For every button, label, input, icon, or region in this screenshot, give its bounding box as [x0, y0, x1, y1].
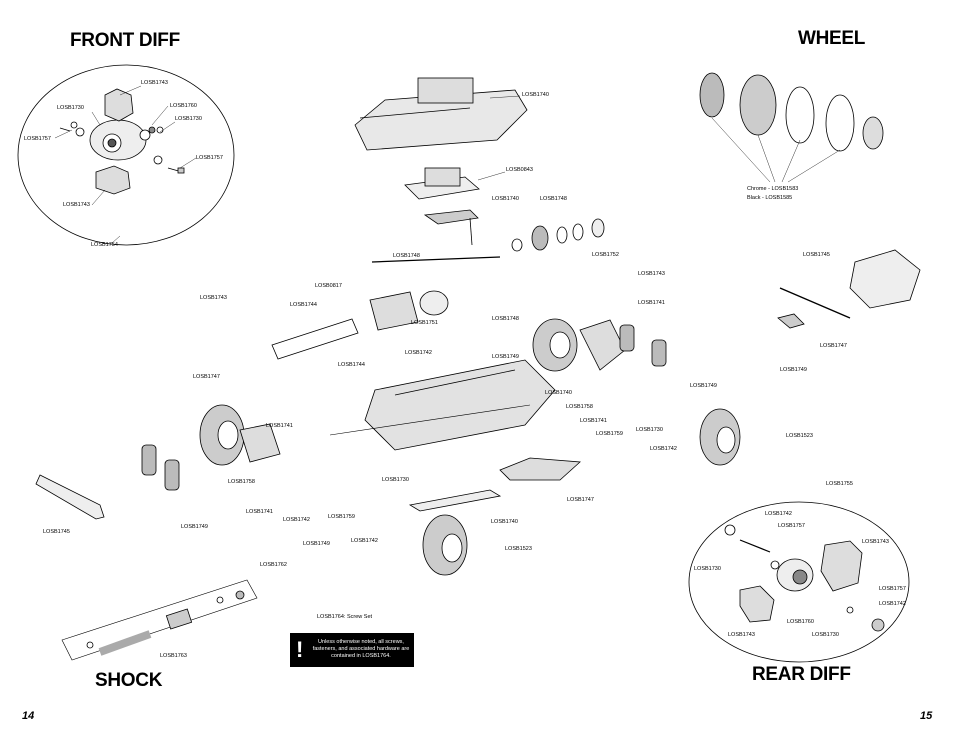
- page-number-right: 15: [920, 710, 933, 722]
- part-label: LOSB1744: [290, 302, 317, 308]
- motor: [271, 290, 449, 360]
- lower-wheel: [422, 514, 468, 576]
- part-label: LOSB1741: [246, 509, 273, 515]
- part-label: LOSB1751: [411, 320, 438, 326]
- part-label: LOSB1749: [690, 383, 717, 389]
- front-diff-parts: [59, 88, 185, 195]
- wheel-exploded: [699, 72, 884, 152]
- part-label: LOSB1745: [803, 252, 830, 258]
- screw-set-label: LOSB1764: Screw Set: [317, 614, 373, 620]
- part-label: LOSB1742: [405, 350, 432, 356]
- wheel-chrome-note: Chrome - LOSB1583: [747, 186, 799, 192]
- lower-plate: [408, 489, 502, 512]
- part-label: LOSB1742: [650, 446, 677, 452]
- part-label: LOSB1740: [545, 390, 572, 396]
- rear-wheel-upper: [532, 318, 626, 372]
- front-diff-callout-oval: [17, 64, 235, 246]
- part-label: LOSB1747: [193, 374, 220, 380]
- part-label: LOSB1740: [492, 196, 519, 202]
- part-label: LOSB1743: [141, 80, 168, 86]
- part-label: LOSB1730: [57, 105, 84, 111]
- part-label: LOSB1748: [540, 196, 567, 202]
- part-label: LOSB1759: [596, 431, 623, 437]
- part-label: LOSB1743: [638, 271, 665, 277]
- right-wheel: [699, 408, 741, 466]
- part-label: LOSB1763: [160, 653, 187, 659]
- part-label: LOSB1744: [338, 362, 365, 368]
- part-label: LOSB1745: [43, 529, 70, 535]
- part-label: LOSB1730: [812, 632, 839, 638]
- part-label: LOSB1749: [492, 354, 519, 360]
- part-label: LOSB1741: [266, 423, 293, 429]
- part-label: LOSB1742: [765, 511, 792, 517]
- main-chassis: [329, 359, 556, 451]
- part-label: LOSB1730: [694, 566, 721, 572]
- part-label: LOSB0843: [506, 167, 533, 173]
- part-label: LOSB1747: [820, 343, 847, 349]
- part-label: LOSB1742: [351, 538, 378, 544]
- part-label: LOSB1749: [181, 524, 208, 530]
- part-label: LOSB1748: [393, 253, 420, 259]
- rear-shock: [619, 324, 667, 367]
- part-label: LOSB1759: [328, 514, 355, 520]
- front-wheel: [199, 404, 281, 466]
- part-label: LOSB1743: [728, 632, 755, 638]
- rear-bumper: [849, 249, 921, 309]
- page-number-left: 14: [22, 710, 35, 722]
- front-diff-title: FRONT DIFF: [70, 30, 180, 51]
- shock-title: SHOCK: [95, 670, 163, 691]
- shock-exploded: [61, 579, 258, 661]
- top-plate: [354, 77, 528, 151]
- hardware-note-box: ! Unless otherwise noted, all screws, fa…: [290, 633, 414, 667]
- part-label: LOSB1757: [778, 523, 805, 529]
- part-label: LOSB1762: [260, 562, 287, 568]
- wheel-title: WHEEL: [798, 28, 866, 49]
- rear-diff-parts: [724, 524, 885, 632]
- part-label: LOSB1757: [879, 586, 906, 592]
- part-label: LOSB1741: [638, 300, 665, 306]
- part-label: LOSB1760: [787, 619, 814, 625]
- part-label: LOSB1742: [283, 517, 310, 523]
- receiver: [404, 167, 506, 200]
- battery-strap: [499, 457, 581, 481]
- servo-mount: [423, 209, 479, 246]
- part-label: LOSB1755: [826, 481, 853, 487]
- part-label: LOSB1730: [175, 116, 202, 122]
- part-label: LOSB0817: [315, 283, 342, 289]
- part-label: LOSB1748: [492, 316, 519, 322]
- front-shock: [141, 444, 180, 491]
- part-label: LOSB1757: [196, 155, 223, 161]
- part-label: LOSB1523: [505, 546, 532, 552]
- part-label: LOSB1740: [491, 519, 518, 525]
- part-label: LOSB1754: [91, 242, 118, 248]
- part-label: LOSB1758: [228, 479, 255, 485]
- wheel-black-note: Black - LOSB1585: [747, 195, 793, 201]
- part-label: LOSB1749: [303, 541, 330, 547]
- part-label: LOSB1741: [580, 418, 607, 424]
- front-bumper: [35, 474, 105, 520]
- part-label: LOSB1743: [63, 202, 90, 208]
- part-label: LOSB1743: [862, 539, 889, 545]
- part-label: LOSB1758: [566, 404, 593, 410]
- part-label: LOSB1730: [382, 477, 409, 483]
- part-label: LOSB1749: [780, 367, 807, 373]
- part-label: LOSB1730: [636, 427, 663, 433]
- part-label: LOSB1743: [200, 295, 227, 301]
- warning-icon: !: [296, 637, 304, 662]
- rear-diff-title: REAR DIFF: [752, 664, 851, 685]
- part-label: LOSB1740: [522, 92, 549, 98]
- part-label: LOSB1752: [592, 252, 619, 258]
- spur-gear: [511, 218, 605, 252]
- part-label: LOSB1760: [170, 103, 197, 109]
- part-label: LOSB1747: [567, 497, 594, 503]
- rear-diff-callout-oval: [688, 501, 910, 663]
- part-label: LOSB1757: [24, 136, 51, 142]
- part-label: LOSB1523: [786, 433, 813, 439]
- part-label: LOSB1742: [879, 601, 906, 607]
- hardware-note-text: Unless otherwise noted, all screws, fast…: [312, 639, 410, 659]
